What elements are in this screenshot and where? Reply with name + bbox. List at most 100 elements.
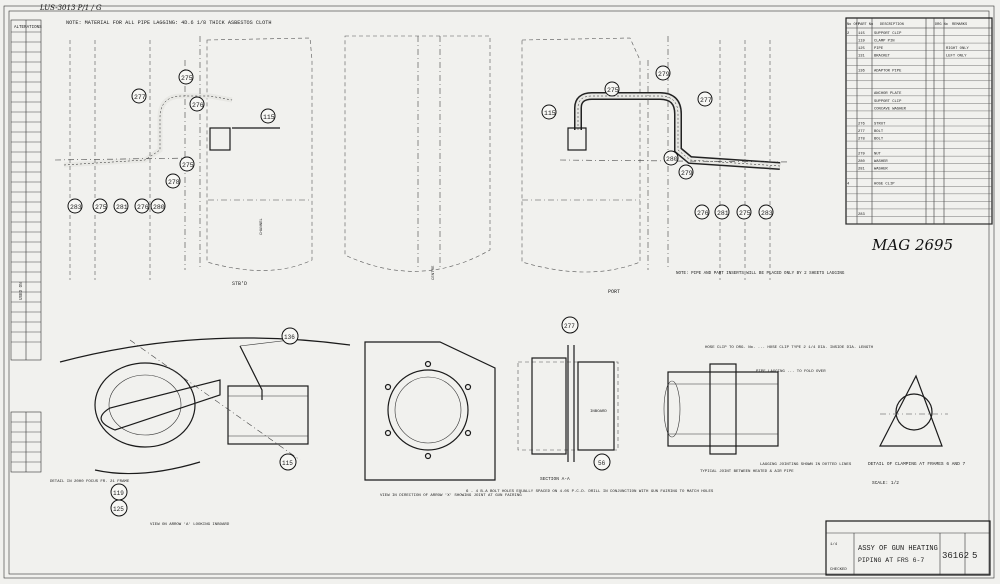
balloon: 283 (761, 210, 773, 217)
detail-left-label: DETAIL IN 2000 FOCUS FR. 21 FRAME (50, 480, 130, 484)
balloon: 56 (598, 460, 606, 467)
balloon: 276 (192, 102, 204, 109)
table-header-no-off: No OFF (847, 23, 860, 27)
checked-label: CHECKED (830, 568, 847, 572)
table-cell: HOSE CLIP (874, 183, 895, 187)
table-cell: 281 (858, 168, 866, 172)
drawing-number: 36162 (942, 551, 969, 561)
gun-fairing-view: VIEW IN DIRECTION OF ARROW 'X' SHOWING J… (364, 341, 714, 498)
title-block: ASSY OF GUN HEATING PIPING AT FRS 6-7 36… (825, 520, 991, 576)
handwritten-reference: LUS-3013 P/1 / G (39, 4, 102, 12)
center-dim-label: CENTRE (432, 265, 436, 280)
table-cell: 131 (858, 55, 866, 59)
table-cell: 2 (847, 32, 850, 36)
table-cell: 283 (858, 213, 866, 217)
sheet-number: 5 (972, 551, 977, 561)
table-cell: NUT (874, 153, 882, 157)
channel-label: CHANNEL (260, 218, 264, 235)
balloon: 275 (95, 204, 107, 211)
table-cell: 119 (858, 39, 866, 43)
lagging-joint-note: LAGGING JOINTING SHOWN IN DOTTED LINES (760, 463, 852, 467)
table-header-remarks: REMARKS (952, 23, 967, 27)
view-direction-label: VIEW IN DIRECTION OF ARROW 'X' SHOWING J… (380, 493, 522, 498)
balloon: 275 (739, 210, 751, 217)
clamping-scale: SCALE: 1/2 (872, 480, 899, 486)
table-cell: BOLT (874, 137, 884, 141)
title-line-2: PIPING AT FRS 6-7 (858, 557, 924, 564)
pipe-note: NOTE: PIPE AND PART INSERTS WILL BE PLAC… (676, 272, 845, 276)
table-cell: 136 (858, 70, 866, 74)
table-cell: STRUT (874, 122, 886, 126)
balloon: 280 (153, 204, 165, 211)
balloon: 283 (70, 204, 82, 211)
table-cell: SUPPORT CLIP (874, 32, 902, 36)
table-cell: CLAMP PIN (874, 39, 895, 43)
section-aa: 277 56 INBOARD SECTION A-A (517, 316, 619, 482)
left-revision-strip: ALTERATIONS USED ON (10, 19, 42, 473)
balloon: 275 (181, 75, 193, 82)
inboard-label: INBOARD (590, 410, 607, 414)
clamping-detail: DETAIL OF CLAMPING AT FRAMES 6 AND 7 SCA… (868, 374, 966, 486)
scale-value: 1/4 (830, 542, 838, 547)
port-pipe-view: PORT NOTE: PIPE AND PART INSERTS WILL BE… (521, 36, 845, 295)
table-cell: ADAPTOR PIPE (874, 70, 902, 74)
balloon: 281 (717, 210, 729, 217)
balloons-left: 275 277 276 115 275 278 283 275 281 276 … (67, 69, 276, 214)
section-aa-label: SECTION A-A (540, 476, 570, 482)
table-header-part-no: PART No (858, 23, 873, 27)
table-cell: 125 (858, 47, 866, 51)
table-cell: 280 (858, 160, 866, 164)
catalog-id: MAG 2695 (871, 236, 953, 254)
view-aa-label: VIEW ON ARROW 'A' LOOKING INBOARD (150, 522, 230, 527)
alterations-title: ALTERATIONS (14, 26, 42, 30)
stbd-label: STB'D (232, 281, 247, 287)
table-cell: SUPPORT CLIP (874, 100, 902, 104)
table-cell: 277 (858, 130, 865, 134)
table-header-drg-no: DRG No (935, 23, 948, 27)
table-cell: ANCHOR PLATE (874, 92, 902, 96)
balloon: 276 (697, 210, 709, 217)
strip-rows (11, 31, 41, 343)
stbd-pipe-view: CHANNEL STB'D (54, 36, 313, 287)
balloon: 115 (544, 110, 556, 117)
table-cell: 4 (847, 183, 850, 187)
typical-joint-view: HOSE CLIP TO DRG. No. ... HOSE CLIP TYPE… (663, 345, 874, 474)
balloon: 125 (113, 506, 124, 513)
hose-clip-note: HOSE CLIP TO DRG. No. ... HOSE CLIP TYPE… (705, 345, 874, 350)
table-cell: 276 (858, 122, 866, 126)
center-channel-view: CENTRE (344, 35, 491, 280)
table-cell: LEFT ONLY (946, 55, 967, 59)
balloon: 279 (658, 71, 670, 78)
table-cell: PIPE (874, 47, 884, 51)
balloon: 276 (137, 204, 149, 211)
table-cell: WASHER (874, 168, 888, 172)
balloons-right: 279 275 277 115 280 279 276 281 275 283 (541, 65, 774, 220)
bolt-holes-note: 6 - 4 B.A BOLT HOLES EQUALLY SPACED ON 4… (466, 490, 714, 494)
clamping-label: DETAIL OF CLAMPING AT FRAMES 6 AND 7 (868, 461, 966, 467)
balloon: 279 (681, 170, 693, 177)
top-header: LUS-3013 P/1 / G NOTE: MATERIAL FOR ALL … (39, 4, 271, 26)
port-label: PORT (608, 289, 620, 295)
table-header-description: DESCRIPTION (880, 23, 904, 27)
table-cell: 278 (858, 137, 866, 141)
table-cell: 115 (858, 32, 866, 36)
balloon: 277 (700, 97, 712, 104)
balloon: 115 (263, 114, 275, 121)
balloon: 275 (607, 87, 619, 94)
balloon: 280 (666, 156, 678, 163)
table-cell: WASHER (874, 160, 888, 164)
table-cell: CONCAVE WASHER (874, 107, 907, 111)
title-line-1: ASSY OF GUN HEATING (858, 545, 938, 553)
balloon: 136 (284, 334, 295, 341)
balloon: 281 (116, 204, 128, 211)
lagging-note: NOTE: MATERIAL FOR ALL PIPE LAGGING: 4D.… (66, 20, 271, 26)
strip-side-text: USED ON (20, 282, 24, 300)
balloon: 275 (182, 162, 194, 169)
balloon: 115 (282, 460, 293, 467)
balloon: 277 (134, 94, 146, 101)
balloon: 278 (168, 179, 180, 186)
table-cell: BOLT (874, 130, 884, 134)
